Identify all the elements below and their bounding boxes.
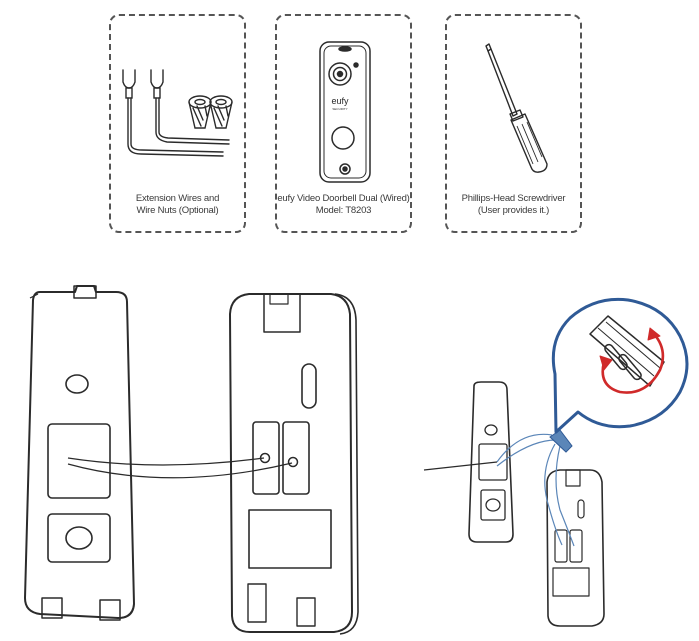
rotate-arrow — [601, 333, 665, 394]
mounting-plate-illustration — [24, 285, 135, 621]
doorbell-logo-sub: SECURITY — [332, 107, 347, 111]
callout-magnifier — [551, 297, 689, 434]
doorbell-back-illustration — [229, 293, 359, 635]
screwdriver-illustration — [485, 43, 548, 173]
house-wire — [423, 461, 498, 471]
caption-line-2: Model: T8203 — [315, 205, 372, 216]
screwdriver-caption: Phillips-Head Screwdriver (User provides… — [447, 193, 580, 217]
doorbell-caption: eufy Video Doorbell Dual (Wired) Model: … — [277, 193, 410, 217]
doorbell-logo: eufy — [331, 96, 349, 106]
panel-screwdriver: Phillips-Head Screwdriver (User provides… — [445, 14, 582, 233]
extension-wires-illustration — [122, 69, 233, 157]
extension-wires-caption: Extension Wires and Wire Nuts (Optional) — [111, 193, 244, 217]
caption-line-2: (User provides it.) — [477, 205, 550, 216]
caption-line-1: eufy Video Doorbell Dual (Wired) — [277, 193, 410, 204]
doorbell-illustration: eufy SECURITY — [319, 41, 371, 183]
caption-line-1: Extension Wires and — [135, 193, 220, 204]
small-wire-nut — [549, 429, 573, 453]
panel-extension-wires: Extension Wires and Wire Nuts (Optional) — [109, 14, 246, 233]
caption-line-1: Phillips-Head Screwdriver — [461, 193, 566, 204]
caption-line-2: Wire Nuts (Optional) — [136, 205, 219, 216]
panel-doorbell: eufy SECURITY eufy Video Doorbell Dual (… — [275, 14, 412, 233]
blue-wires — [496, 433, 575, 547]
connecting-wires — [67, 457, 293, 479]
wiring-assembly-illustration — [468, 381, 605, 627]
